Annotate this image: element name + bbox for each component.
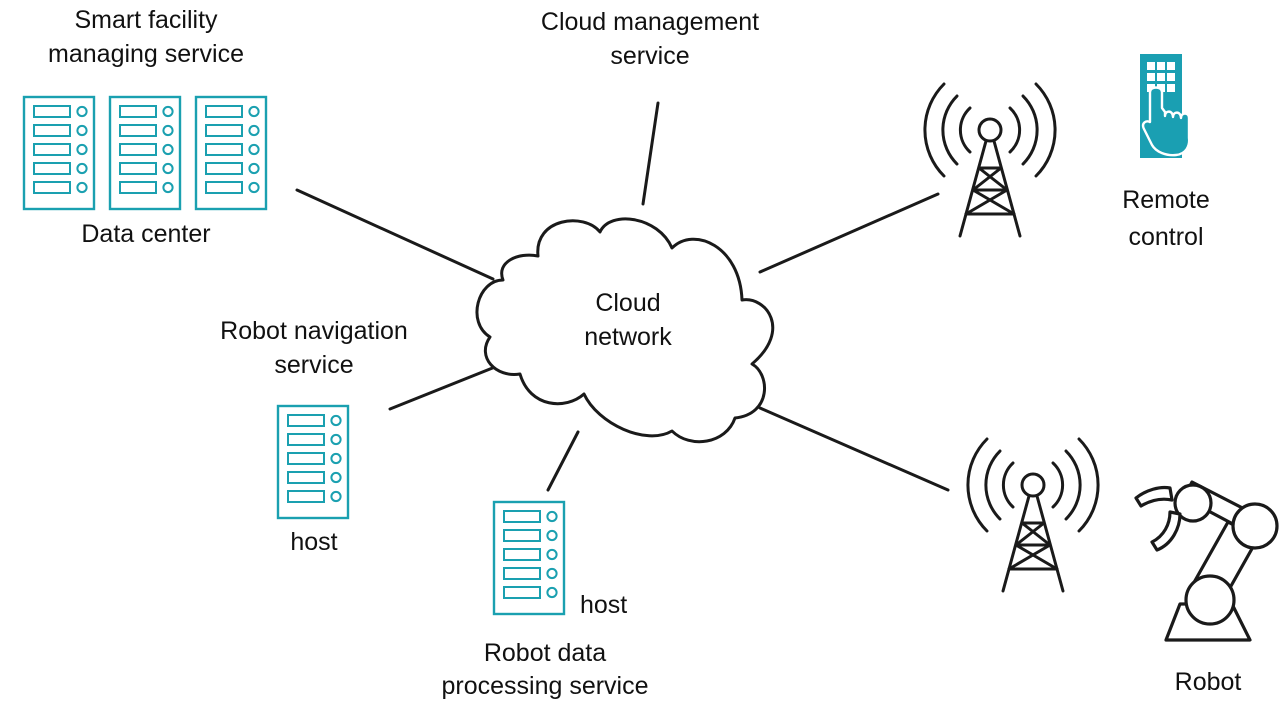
robot-navigation-label-line2: service: [274, 351, 353, 379]
server-rack-icon: [492, 500, 566, 616]
link-navigation-host: [388, 363, 502, 411]
antenna-tower-icon: [923, 82, 1057, 238]
link-data-host: [546, 430, 580, 492]
link-cloud-management: [641, 101, 660, 206]
cloud-management-label-line1: Cloud management: [541, 8, 759, 36]
server-rack-icon: [194, 95, 268, 211]
data-center-label: Data center: [81, 220, 210, 248]
data-center: [22, 95, 268, 211]
robot-data-label-line2: processing service: [441, 672, 648, 700]
cloud-network-label-line1: Cloud: [595, 289, 660, 317]
link-remote-tower: [758, 192, 940, 274]
robot-data-label-line1: Robot data: [484, 639, 606, 667]
robot-navigation-label-line1: Robot navigation: [220, 317, 408, 345]
link-robot-tower: [758, 406, 950, 492]
robot-label: Robot: [1175, 668, 1242, 696]
remote-control-label-line1: Remote: [1122, 186, 1210, 214]
server-rack-icon: [276, 404, 350, 520]
host-navigation-label: host: [290, 528, 337, 556]
server-rack-icon: [22, 95, 96, 211]
smart-facility-label-line2: managing service: [48, 40, 244, 68]
remote-control-icon: [1140, 54, 1191, 158]
smart-facility-label-line1: Smart facility: [74, 6, 218, 34]
cloud-icon: [475, 217, 775, 444]
server-rack-icon: [108, 95, 182, 211]
antenna-tower-icon: [966, 437, 1100, 593]
remote-control-label-line2: control: [1128, 223, 1203, 251]
cloud-management-label-line2: service: [610, 42, 689, 70]
connection-lines: [295, 101, 950, 492]
host-data-label: host: [580, 591, 627, 619]
robot-arm-icon: [1134, 480, 1279, 642]
link-data-center: [295, 188, 495, 281]
cloud-network-label-line2: network: [584, 323, 672, 351]
